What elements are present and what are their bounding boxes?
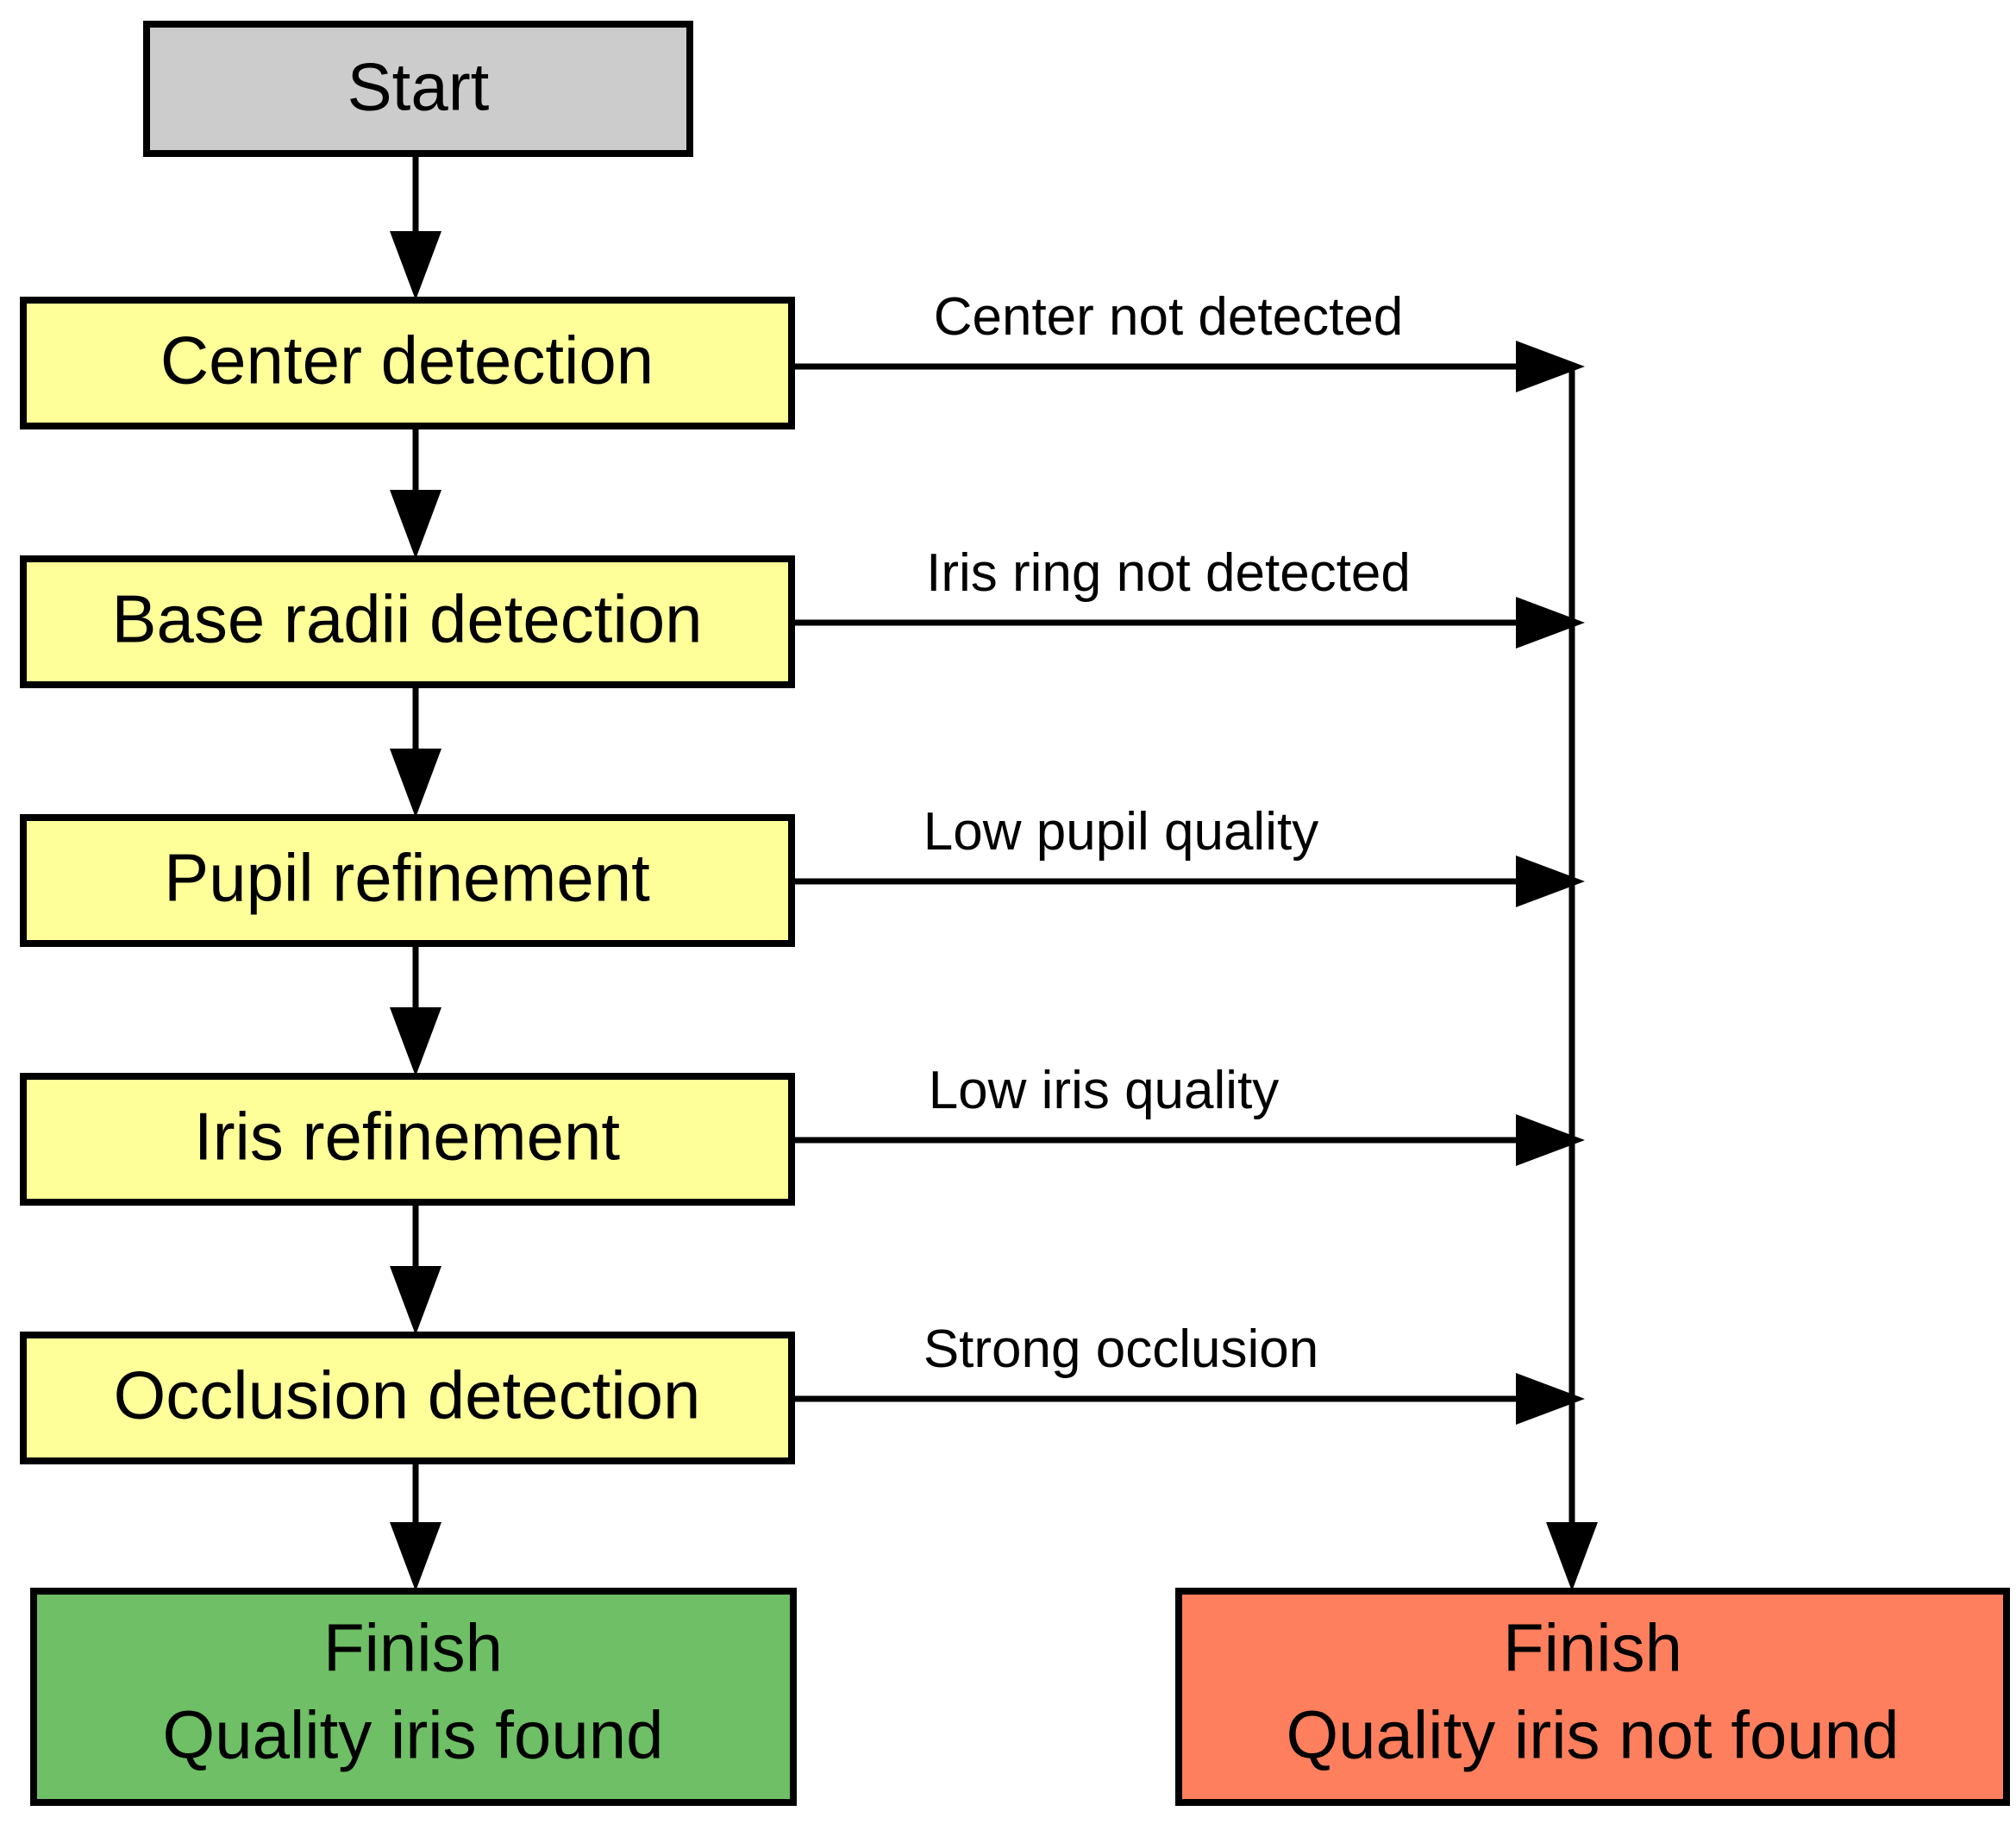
edge-start-to-center-detection [390, 154, 441, 300]
edge-occlusion-detection-failure [792, 1373, 1585, 1425]
node-occlusion-detection-shape[interactable] [20, 1332, 795, 1464]
node-finish-quality-iris-not-found[interactable]: Finish Quality iris not found [1175, 1588, 2010, 1806]
edge-occlusion-detection-to-finish-quality-iris-found [390, 1461, 441, 1591]
node-start-label: Start [347, 49, 490, 125]
node-finish-quality-iris-found[interactable]: Finish Quality iris found [30, 1588, 797, 1806]
node-finish-quality-iris-not-found-shape[interactable] [1175, 1588, 2010, 1806]
node-occlusion-detection-label: Occlusion detection [114, 1357, 701, 1433]
node-start[interactable]: Start [143, 21, 693, 157]
node-pupil-refinement-shape[interactable] [20, 814, 795, 947]
edge-label-low-pupil-quality: Low pupil quality [923, 802, 1318, 862]
node-pupil-refinement-label: Pupil refinement [164, 840, 650, 916]
edge-label-strong-occlusion: Strong occlusion [923, 1319, 1318, 1379]
failure-trunk-line [1546, 367, 1598, 1591]
edge-iris-refinement-failure [792, 1114, 1585, 1166]
edge-center-detection-failure [792, 341, 1585, 392]
node-center-detection-shape[interactable] [20, 297, 795, 429]
node-occlusion-detection[interactable]: Occlusion detection [20, 1332, 795, 1464]
edge-iris-refinement-to-occlusion-detection [390, 1202, 441, 1335]
node-center-detection-label: Center detection [160, 323, 654, 398]
edge-label-iris-ring-not-detected: Iris ring not detected [926, 543, 1411, 603]
edge-label-center-not-detected: Center not detected [934, 287, 1404, 347]
node-base-radii-detection-label: Base radii detection [111, 581, 702, 657]
node-finish-quality-iris-not-found-line1: Finish [1503, 1610, 1682, 1686]
node-iris-refinement-label: Iris refinement [194, 1099, 620, 1175]
node-center-detection[interactable]: Center detection [20, 297, 795, 429]
node-finish-quality-iris-not-found-line2: Quality iris not found [1286, 1697, 1899, 1773]
node-finish-quality-iris-found-line1: Finish [323, 1610, 503, 1686]
edge-base-radii-detection-failure [792, 597, 1585, 649]
node-pupil-refinement[interactable]: Pupil refinement [20, 814, 795, 947]
node-start-shape[interactable] [143, 21, 693, 157]
edge-label-low-iris-quality: Low iris quality [929, 1061, 1280, 1120]
node-iris-refinement-shape[interactable] [20, 1073, 795, 1206]
edge-center-detection-to-base-radii-detection [390, 426, 441, 559]
edge-pupil-refinement-to-iris-refinement [390, 943, 441, 1076]
node-finish-quality-iris-found-line2: Quality iris found [163, 1697, 664, 1773]
node-base-radii-detection-shape[interactable] [20, 555, 795, 688]
edge-pupil-refinement-failure [792, 856, 1585, 907]
node-iris-refinement[interactable]: Iris refinement [20, 1073, 795, 1206]
node-finish-quality-iris-found-shape[interactable] [30, 1588, 797, 1806]
edge-base-radii-detection-to-pupil-refinement [390, 685, 441, 818]
node-base-radii-detection[interactable]: Base radii detection [20, 555, 795, 688]
